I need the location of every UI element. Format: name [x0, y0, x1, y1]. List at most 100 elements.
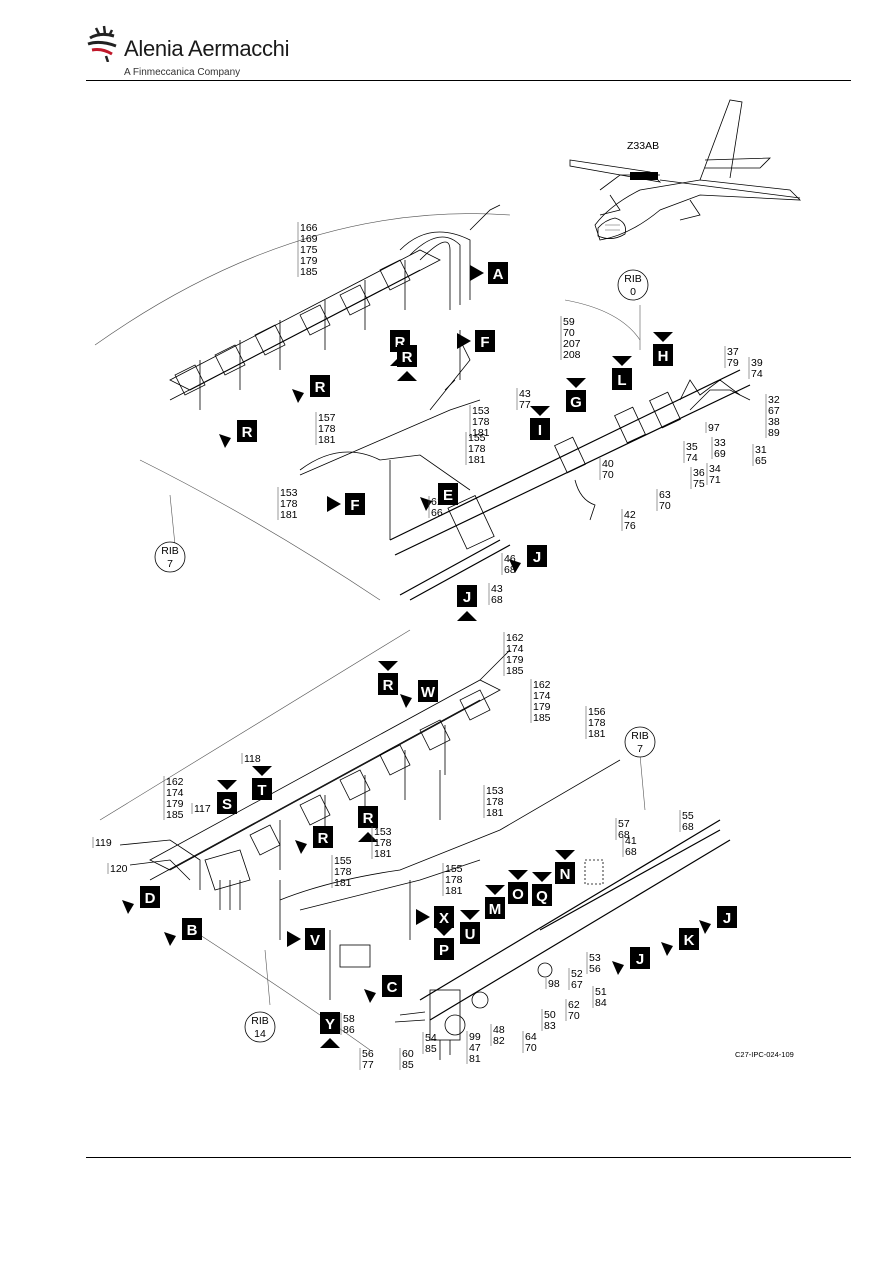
item-number: 48: [493, 1024, 505, 1036]
header-divider: [86, 80, 851, 81]
view-arrow-icon: [364, 989, 376, 1003]
view-letter-box: I: [530, 406, 550, 440]
item-number: 68: [625, 846, 637, 858]
view-arrow-icon: [612, 356, 632, 366]
item-number: 61: [431, 496, 443, 508]
view-letter-box: O: [508, 870, 528, 904]
view-letter: J: [723, 910, 731, 927]
item-number: 153: [472, 405, 490, 417]
view-letter-box: T: [252, 766, 272, 800]
view-arrow-icon: [320, 1038, 340, 1048]
item-number: 68: [504, 564, 516, 576]
item-number: 36: [693, 467, 705, 479]
item-number: 178: [334, 866, 352, 878]
view-letter-box: B: [164, 918, 202, 946]
lower-structure: [99, 629, 731, 1060]
view-letter-box: N: [555, 850, 575, 884]
view-arrow-icon: [555, 850, 575, 860]
view-arrow-icon: [460, 910, 480, 920]
item-number: 56: [589, 963, 601, 975]
item-number: 54: [425, 1032, 437, 1044]
rib-label: RIB 0: [617, 269, 649, 301]
item-number: 178: [318, 423, 336, 435]
view-arrow-icon: [661, 942, 673, 956]
item-number: 60: [402, 1048, 414, 1060]
view-letter: X: [439, 910, 449, 927]
item-number: 42: [624, 509, 636, 521]
item-number: 38: [768, 416, 780, 428]
item-number: 178: [374, 837, 392, 849]
callout-stack: 117: [191, 803, 211, 815]
view-letter: N: [560, 866, 571, 883]
item-number: 43: [519, 388, 531, 400]
view-letter-box: S: [217, 780, 237, 814]
view-letter: R: [242, 424, 253, 441]
view-letter-box: L: [612, 356, 632, 390]
item-number: 69: [714, 448, 726, 460]
view-letter: T: [257, 782, 266, 799]
view-arrow-icon: [397, 371, 417, 381]
item-number: 153: [374, 826, 392, 838]
item-number: 82: [493, 1035, 505, 1047]
view-letter-box: R: [219, 420, 257, 448]
item-number: 208: [563, 349, 581, 361]
item-number: 79: [727, 357, 739, 369]
svg-text:7: 7: [637, 743, 643, 755]
item-number: 179: [506, 654, 524, 666]
item-number: 46: [504, 553, 516, 565]
item-number: 85: [402, 1059, 414, 1071]
view-letter: W: [421, 684, 436, 701]
rib-label: RIB 7: [624, 726, 656, 758]
item-number: 178: [486, 796, 504, 808]
item-number: 74: [686, 452, 698, 464]
view-letter-box: Y: [320, 1012, 340, 1048]
view-arrow-icon: [485, 885, 505, 895]
view-arrow-icon: [508, 870, 528, 880]
item-number: 155: [334, 855, 352, 867]
view-letter: V: [310, 932, 320, 949]
item-number: 64: [525, 1031, 537, 1043]
item-number: 41: [625, 835, 637, 847]
svg-text:0: 0: [630, 286, 636, 298]
item-number: 181: [588, 728, 606, 740]
view-letter-box: C: [364, 975, 402, 1003]
item-number: 56: [362, 1048, 374, 1060]
item-number: 67: [571, 979, 583, 991]
view-arrow-icon: [566, 378, 586, 388]
aircraft-locator-illustration: Z33AB: [569, 99, 802, 241]
view-letter-box: X: [416, 906, 454, 928]
view-letter: R: [315, 379, 326, 396]
item-number: 68: [682, 821, 694, 833]
view-letter-box: D: [122, 886, 160, 914]
item-number: 71: [709, 474, 721, 486]
item-number: 65: [755, 455, 767, 467]
rib-labels: RIB 0 RIB 7 RIB 7 RIB 14: [154, 269, 656, 1043]
view-arrow-icon: [122, 900, 134, 914]
item-number: 84: [595, 997, 607, 1009]
item-number: 97: [708, 422, 720, 434]
view-arrow-icon: [217, 780, 237, 790]
item-number: 76: [624, 520, 636, 532]
item-number: 181: [318, 434, 336, 446]
item-number: 178: [472, 416, 490, 428]
item-number: 174: [533, 690, 551, 702]
view-letter: Q: [536, 888, 548, 905]
callout-stack: 98: [545, 978, 560, 990]
view-letter-box: R: [358, 806, 378, 842]
